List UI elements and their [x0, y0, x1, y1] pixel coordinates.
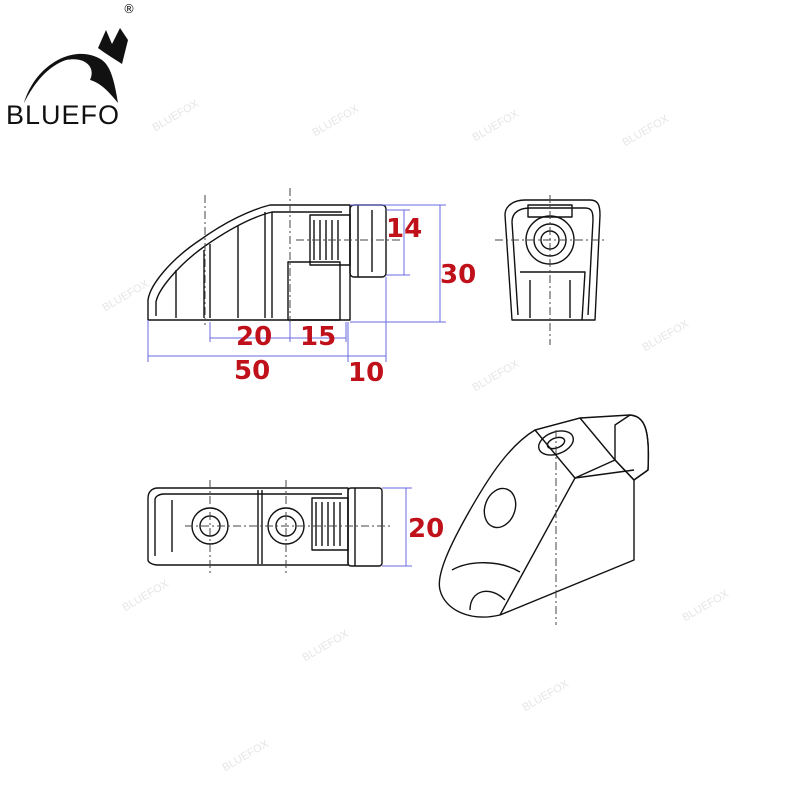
dimension-30-label: 30 [440, 260, 477, 290]
registered-mark: ® [123, 2, 135, 16]
front-view [504, 199, 601, 321]
dimension-15-label: 15 [300, 322, 337, 352]
dimension-50-label: 50 [234, 356, 271, 386]
dimension-20-label: 20 [236, 322, 273, 352]
dimension-20-width-label: 20 [408, 514, 445, 544]
dimension-10-label: 10 [348, 358, 385, 388]
isometric-view [438, 414, 650, 618]
centerlines [185, 188, 605, 625]
dimension-lines [147, 204, 446, 567]
top-view [147, 487, 383, 567]
brand-name: BLUEFO [6, 100, 118, 130]
side-view [147, 204, 387, 321]
bluefox-logo-icon [24, 28, 128, 103]
dimension-14-label: 14 [386, 214, 423, 244]
